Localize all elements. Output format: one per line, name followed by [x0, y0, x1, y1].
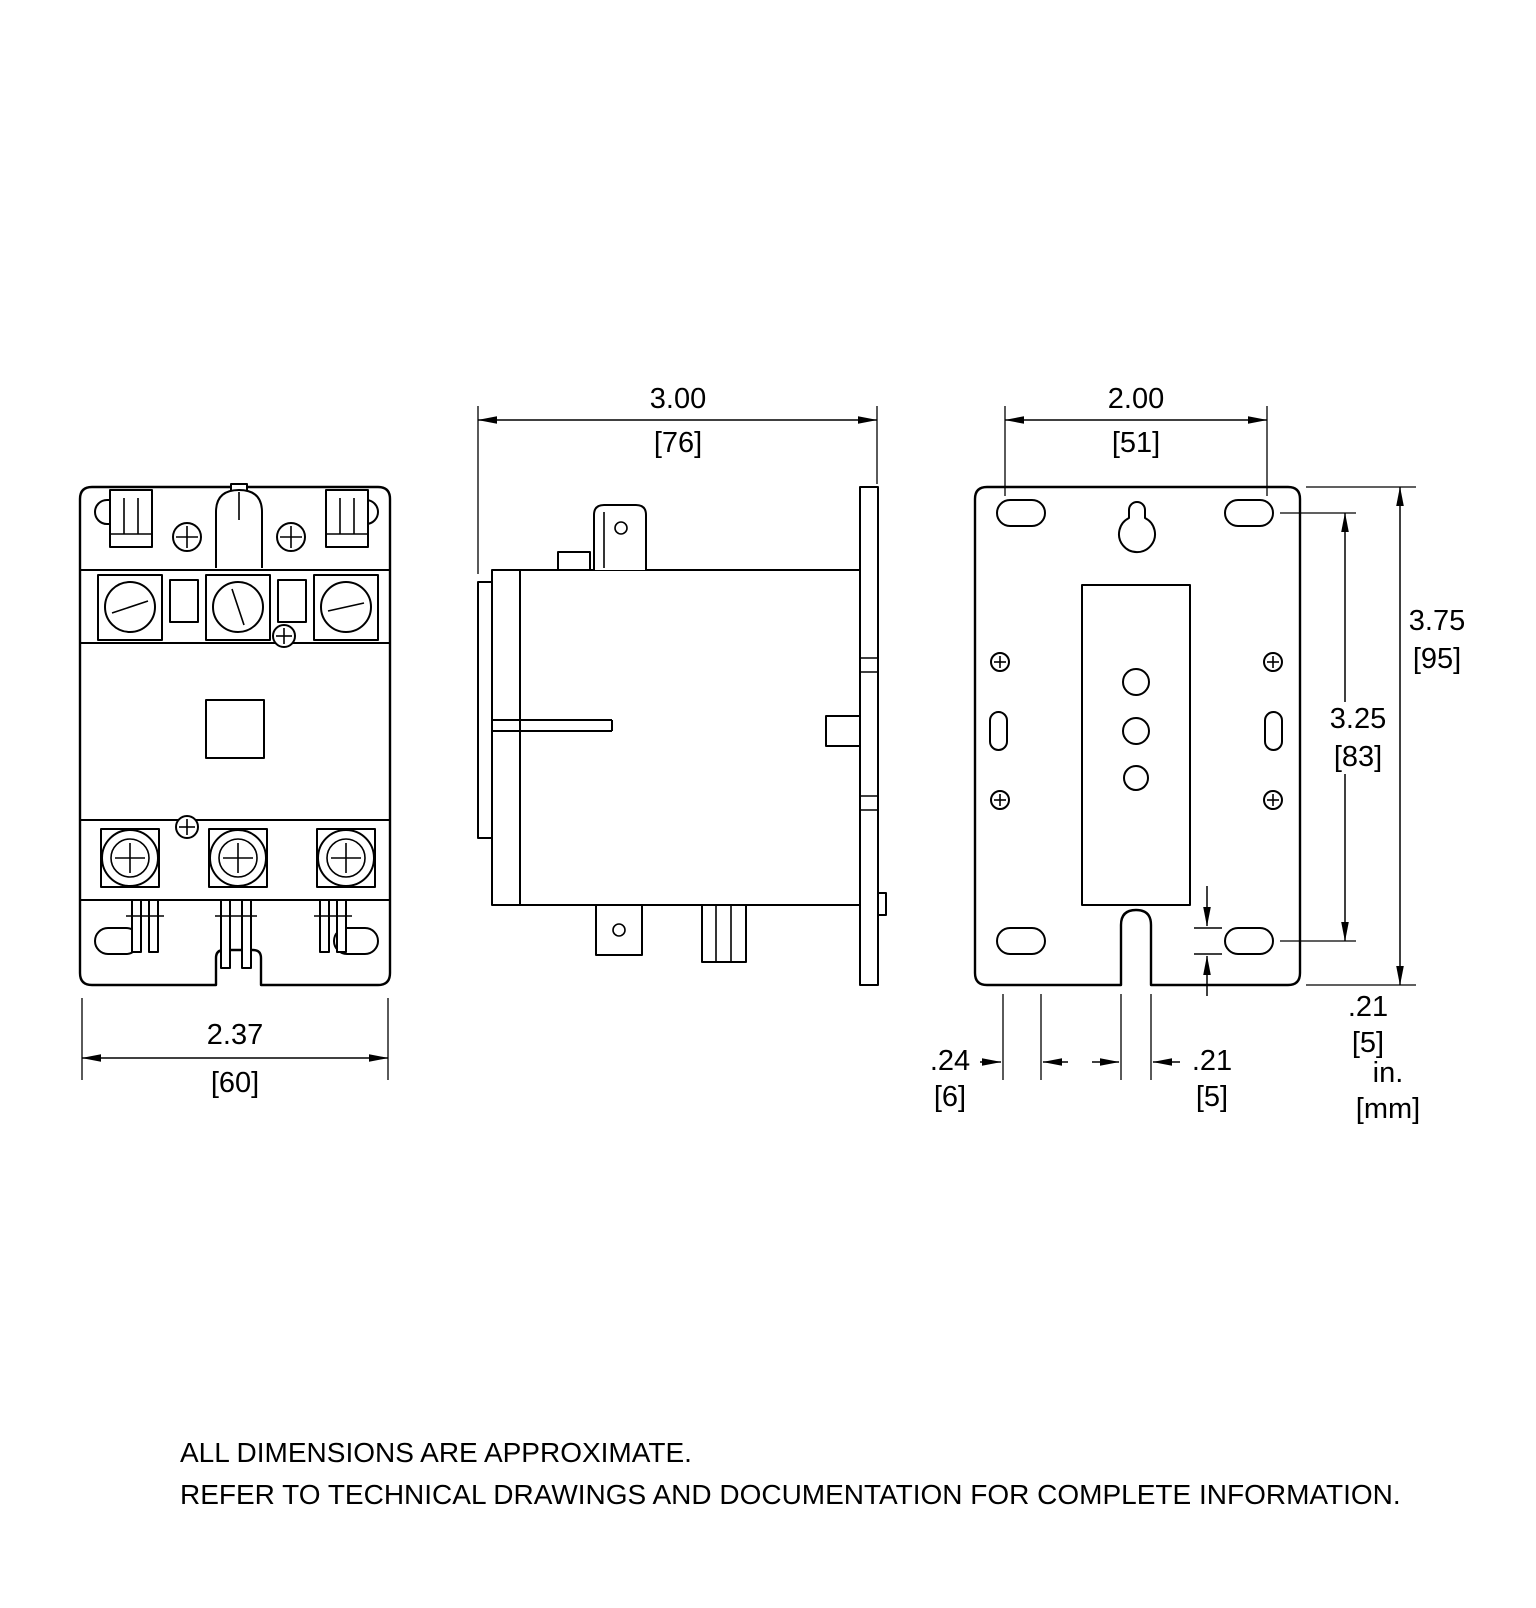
- back-mount-height-in: 3.25: [1330, 703, 1386, 735]
- back-slot-height-dimension: .21 [5]: [1194, 886, 1388, 1059]
- front-top-right-terminal: [325, 489, 369, 548]
- back-mount-width-dimension: 2.00 [51]: [1004, 383, 1268, 496]
- front-view: 2.37 [60]: [78, 483, 392, 1099]
- units-mm: [mm]: [1356, 1093, 1420, 1125]
- front-width-dimension: 2.37 [60]: [81, 998, 389, 1099]
- back-bottom-left-slot: [996, 927, 1046, 955]
- screw-icon: [1263, 652, 1283, 672]
- back-overall-height-in: 3.75: [1409, 605, 1465, 637]
- side-mounting-flange: [859, 486, 879, 986]
- side-depth-dimension: 3.00 [76]: [477, 383, 878, 574]
- note-line-2: REFER TO TECHNICAL DRAWINGS AND DOCUMENT…: [180, 1479, 1401, 1510]
- back-overall-height-dimension: 3.75 [95]: [1306, 486, 1465, 986]
- back-mount-width-mm: [51]: [1112, 427, 1160, 459]
- side-depth-in: 3.00: [650, 383, 706, 415]
- back-notch-width-dimension: .21 [5]: [1092, 994, 1232, 1113]
- back-slot-width-mm: [6]: [934, 1081, 966, 1113]
- back-slot-width-in: .24: [930, 1045, 970, 1077]
- back-top-right-slot: [1224, 499, 1274, 527]
- back-notch-width-mm: [5]: [1196, 1081, 1228, 1113]
- screw-icon: [172, 522, 202, 552]
- units-in: in.: [1373, 1057, 1404, 1089]
- back-top-left-slot: [996, 499, 1046, 527]
- back-keyhole: [1118, 501, 1156, 554]
- side-depth-mm: [76]: [654, 427, 702, 459]
- notes: ALL DIMENSIONS ARE APPROXIMATE. REFER TO…: [180, 1437, 1401, 1510]
- screw-icon: [1263, 790, 1283, 810]
- back-slot-width-dimension: .24 [6]: [930, 994, 1068, 1113]
- back-slot-height-in: .21: [1348, 991, 1388, 1023]
- side-clip-block: [825, 715, 861, 747]
- units-label: in. [mm]: [1356, 1057, 1420, 1125]
- front-top-center-post: [215, 483, 263, 568]
- side-view: 3.00 [76]: [477, 383, 887, 986]
- front-center-window: [205, 699, 265, 759]
- back-mount-width-in: 2.00: [1108, 383, 1164, 415]
- screw-icon: [990, 652, 1010, 672]
- side-body: [519, 569, 861, 906]
- back-mount-height-dimension: 3.25 [83]: [1280, 512, 1396, 942]
- front-width-in: 2.37: [207, 1019, 263, 1051]
- note-line-1: ALL DIMENSIONS ARE APPROXIMATE.: [180, 1437, 692, 1468]
- back-notch-width-in: .21: [1192, 1045, 1232, 1077]
- back-view: 2.00 [51] 3.75 [95] 3.25 [83] .21: [930, 383, 1465, 1125]
- front-bottom-pins: [126, 899, 352, 969]
- back-mount-height-mm: [83]: [1334, 741, 1382, 773]
- side-bottom-terminals: [595, 904, 747, 963]
- side-top-terminal: [593, 504, 647, 570]
- front-lower-terminals: [100, 815, 376, 888]
- front-top-left-terminal: [109, 489, 153, 548]
- screw-icon: [990, 790, 1010, 810]
- front-width-mm: [60]: [211, 1067, 259, 1099]
- front-upper-terminals: [97, 574, 379, 648]
- back-overall-height-mm: [95]: [1413, 643, 1461, 675]
- back-bottom-right-slot: [1224, 927, 1274, 955]
- back-slot-height-mm: [5]: [1352, 1027, 1384, 1059]
- screw-icon: [276, 522, 306, 552]
